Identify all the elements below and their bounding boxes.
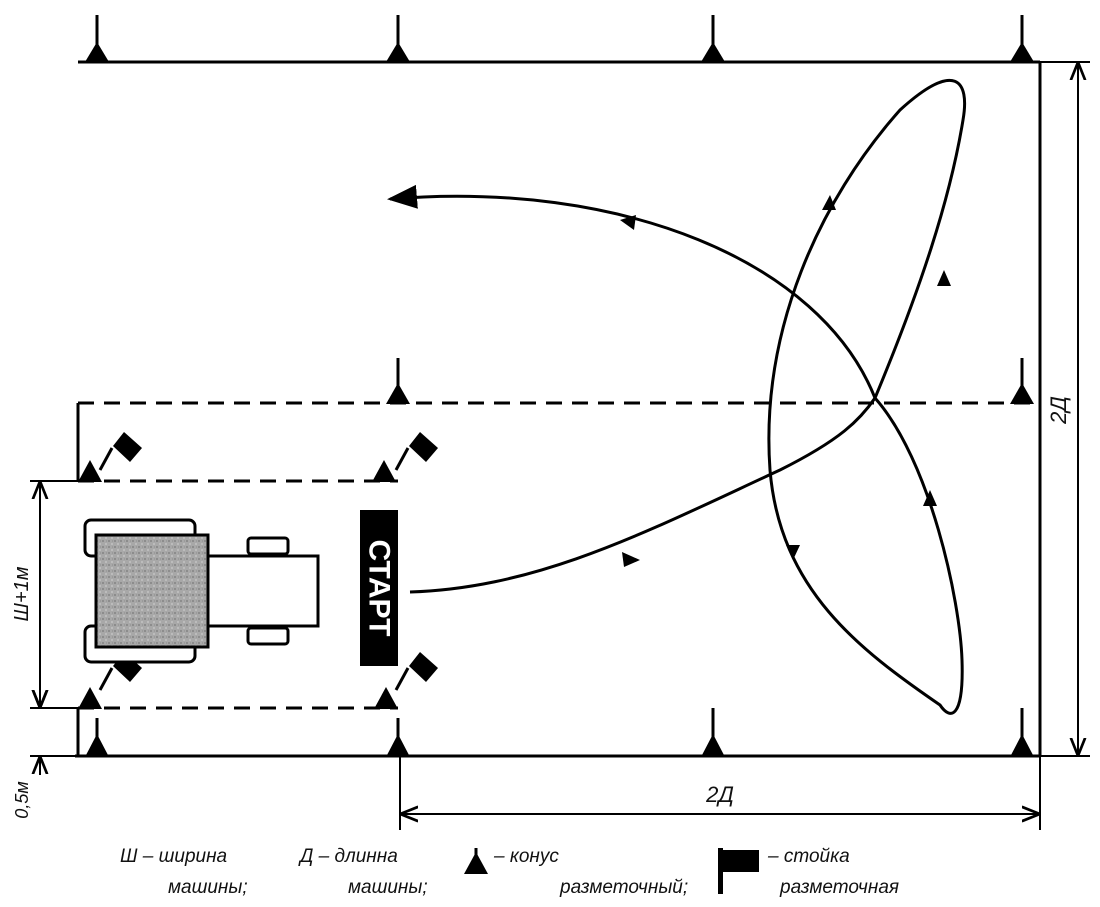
dashed-guides — [78, 401, 1040, 710]
right-dimension: 2Д — [1040, 61, 1090, 757]
cone-icon — [78, 460, 102, 482]
legend: Ш – ширина машины; Д – длинна машины; – … — [120, 846, 899, 898]
bottom-cones — [85, 708, 1034, 757]
cone-icon — [1010, 708, 1034, 757]
left-offset-label: 0,5м — [12, 781, 32, 818]
top-cones — [85, 15, 1034, 62]
cone-icon — [372, 460, 396, 482]
cone-icon — [701, 15, 725, 62]
trajectory — [387, 78, 967, 715]
middle-cones — [78, 358, 1034, 709]
bottom-length-label: 2Д — [705, 782, 734, 807]
legend-stand-line1: – стойка — [767, 846, 850, 867]
start-sign: СТАРТ — [360, 510, 398, 666]
cone-icon — [386, 718, 410, 757]
cone-icon — [85, 15, 109, 62]
cone-icon — [78, 687, 102, 709]
legend-cone-line1: – конус — [493, 846, 559, 867]
stand-icon — [394, 432, 438, 471]
stand-icon — [394, 652, 438, 691]
legend-cone-icon — [464, 848, 488, 874]
left-width-label: Ш+1м — [11, 566, 33, 621]
legend-width-line2: машины; — [168, 877, 248, 898]
right-height-label: 2Д — [1046, 396, 1071, 425]
cone-icon — [85, 718, 109, 757]
legend-width-line1: Ш – ширина — [120, 846, 227, 867]
cone-icon — [1010, 358, 1034, 404]
legend-length-line2: машины; — [348, 877, 428, 898]
start-label: СТАРТ — [363, 540, 396, 637]
legend-cone-line2: разметочный; — [559, 877, 688, 898]
direction-arrows — [620, 195, 951, 567]
legend-stand-icon — [718, 848, 759, 894]
bottom-dimension: 2Д — [399, 756, 1041, 830]
cone-icon — [1010, 15, 1034, 62]
stand-icon — [98, 432, 142, 471]
cone-icon — [386, 15, 410, 62]
legend-length-line1: Д – длинна — [298, 846, 398, 867]
left-dimension: Ш+1м 0,5м — [11, 480, 78, 819]
cone-icon — [701, 708, 725, 757]
cone-icon — [374, 687, 398, 709]
cone-icon — [386, 358, 410, 404]
tractor-icon — [83, 518, 320, 664]
legend-stand-line2: разметочная — [779, 877, 899, 898]
